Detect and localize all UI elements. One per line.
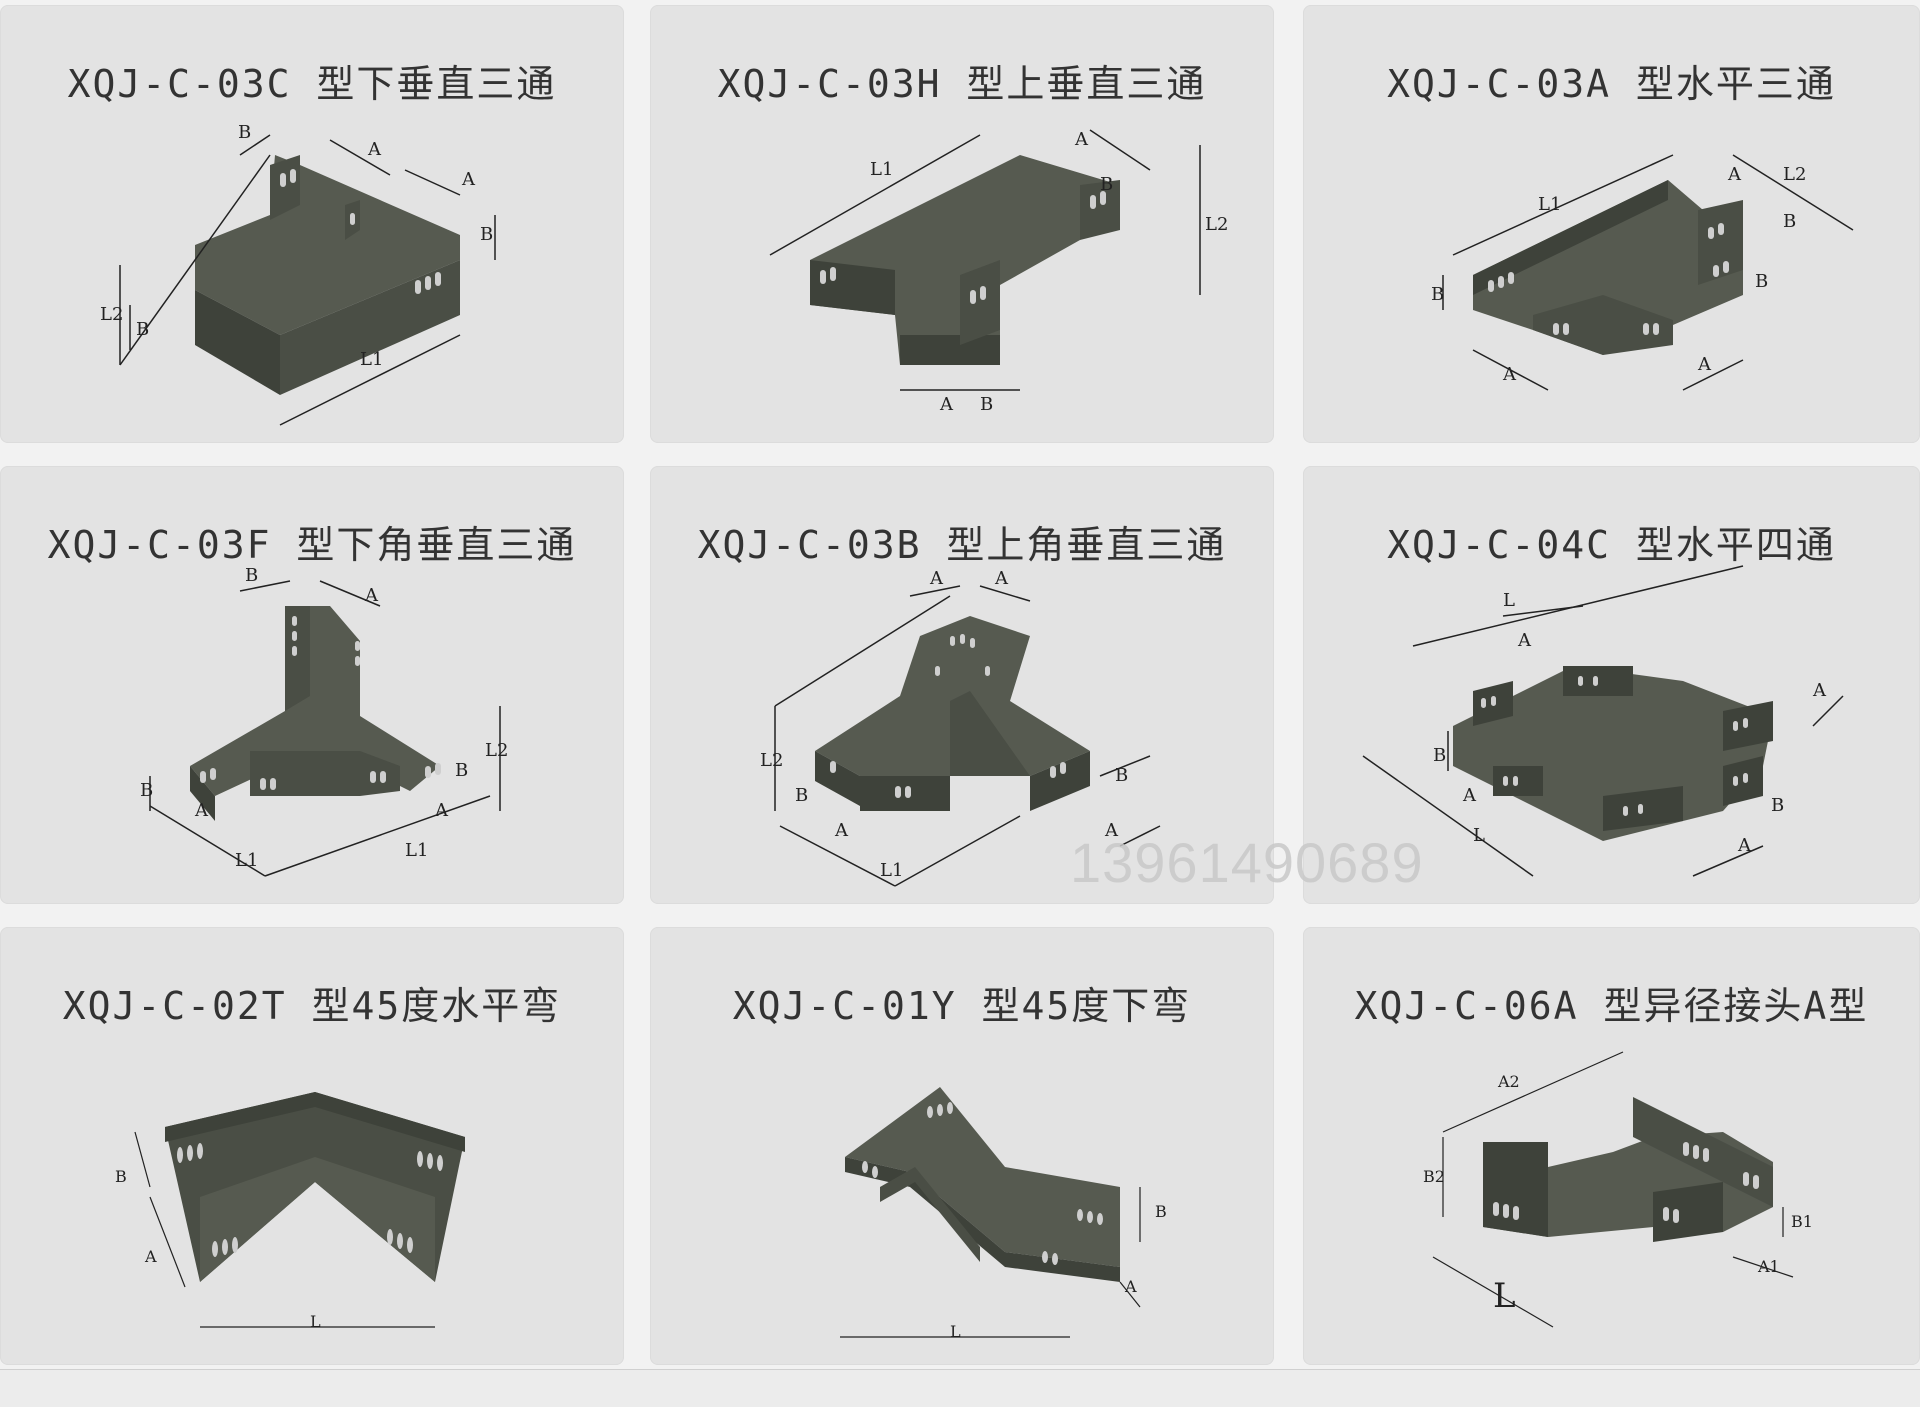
dim-label-a: A <box>1502 364 1517 385</box>
dim-label-l2: L2 <box>485 740 508 761</box>
dim-label-b: B <box>1771 795 1784 816</box>
dim-label-l2: L2 <box>1205 214 1228 235</box>
tray-06a-illustration: A2 B2 B1 A1 L <box>1423 1051 1813 1328</box>
card-03b-corner-up-tee[interactable]: XQJ-C-03B 型上角垂直三通 A A <box>650 466 1274 904</box>
dim-label-b: B <box>795 785 808 806</box>
dim-label-b: B <box>1115 765 1128 786</box>
dim-label-l: L <box>1503 590 1515 611</box>
dim-label-a: A <box>144 1247 157 1266</box>
dim-label-l2: L2 <box>1783 164 1806 185</box>
card-title: XQJ-C-06A 型异径接头A型 <box>1354 984 1869 1028</box>
dim-label-a1: A1 <box>1757 1257 1780 1276</box>
card-03h-vertical-up-tee[interactable]: XQJ-C-03H 型上垂直三通 L1 A B L2 A <box>650 5 1274 443</box>
dim-label-l1: L1 <box>235 850 258 871</box>
dim-label-b: B <box>1431 284 1444 305</box>
dim-label-a: A <box>461 169 476 190</box>
dim-label-b2: B2 <box>1423 1167 1445 1186</box>
card-title: XQJ-C-03A 型水平三通 <box>1387 62 1836 106</box>
bottom-bar <box>0 1369 1920 1407</box>
dim-label-a: A <box>434 800 449 821</box>
dim-label-a: A <box>1124 1277 1137 1296</box>
dim-label-a: A <box>1104 820 1119 841</box>
card-06a-reducer-type-a[interactable]: XQJ-C-06A 型异径接头A型 A2 B2 B1 A1 <box>1303 927 1920 1365</box>
dim-label-b: B <box>115 1167 127 1186</box>
tray-03a-illustration: L1 A L2 B B B A A <box>1431 154 1854 391</box>
dim-label-l: L <box>1473 825 1485 846</box>
card-title: XQJ-C-03B 型上角垂直三通 <box>697 523 1227 567</box>
card-04c-horizontal-cross[interactable]: XQJ-C-04C 型水平四通 <box>1303 466 1920 904</box>
dim-label-a: A <box>929 568 944 589</box>
tray-04c-illustration: L A A B A L B A <box>1362 565 1844 877</box>
dim-label-b: B <box>980 394 993 415</box>
dim-label-b: B <box>136 319 149 340</box>
tray-03f-illustration: B A L2 B A L1 L1 A B <box>140 565 508 877</box>
dim-label-a: A <box>364 585 379 606</box>
tray-03b-illustration: A A L2 B A L1 B A <box>760 568 1161 887</box>
card-03f-corner-down-tee[interactable]: XQJ-C-03F 型下角垂直三通 B A L2 <box>0 466 624 904</box>
dim-label-l1: L1 <box>880 860 903 881</box>
dim-label-a: A <box>1737 835 1752 856</box>
card-title: XQJ-C-02T 型45度水平弯 <box>62 984 562 1028</box>
dim-label-b: B <box>1155 1202 1167 1221</box>
card-title: XQJ-C-01Y 型45度下弯 <box>732 984 1192 1028</box>
dim-label-b: B <box>238 122 251 143</box>
dim-label-a: A <box>1517 630 1532 651</box>
product-grid: XQJ-C-03C 型下垂直三通 B A A <box>0 5 1920 1365</box>
dim-label-b1: B1 <box>1791 1212 1813 1231</box>
dim-label-l1: L1 <box>870 159 893 180</box>
card-02t-45deg-horizontal-bend[interactable]: XQJ-C-02T 型45度水平弯 B A L <box>0 927 624 1365</box>
dim-label-b: B <box>1783 211 1796 232</box>
dim-label-l1: L1 <box>1538 194 1561 215</box>
card-title: XQJ-C-03H 型上垂直三通 <box>717 62 1207 106</box>
card-03a-horizontal-tee[interactable]: XQJ-C-03A 型水平三通 L1 A L2 B <box>1303 5 1920 443</box>
tray-03c-illustration: B A A B L2 B L1 <box>100 122 496 426</box>
dim-label-l: L <box>1493 1276 1516 1316</box>
dim-label-b: B <box>245 565 258 586</box>
dim-label-l1: L1 <box>360 349 383 370</box>
card-03c-vertical-down-tee[interactable]: XQJ-C-03C 型下垂直三通 B A A <box>0 5 624 443</box>
card-01y-45deg-down-bend[interactable]: XQJ-C-01Y 型45度下弯 B A L <box>650 927 1274 1365</box>
dim-label-l1: L1 <box>405 840 428 861</box>
dim-label-a2: A2 <box>1497 1072 1520 1091</box>
dim-label-l2: L2 <box>100 304 123 325</box>
dim-label-a: A <box>1462 785 1477 806</box>
dim-label-a: A <box>834 820 849 841</box>
dim-label-b: B <box>455 760 468 781</box>
dim-label-a: A <box>194 800 209 821</box>
dim-label-a: A <box>1812 680 1827 701</box>
dim-label-a: A <box>994 568 1009 589</box>
card-title: XQJ-C-04C 型水平四通 <box>1387 523 1836 567</box>
card-title: XQJ-C-03F 型下角垂直三通 <box>47 523 577 567</box>
dim-label-a: A <box>939 394 954 415</box>
tray-03h-illustration: L1 A B L2 A B <box>769 129 1228 415</box>
dim-label-a: A <box>367 139 382 160</box>
dim-label-b: B <box>1433 745 1446 766</box>
tray-01y-illustration: B A L <box>840 1087 1167 1341</box>
dim-label-l2: L2 <box>760 750 783 771</box>
dim-label-l: L <box>310 1312 321 1331</box>
dim-label-l: L <box>950 1322 961 1341</box>
dim-label-b: B <box>140 780 153 801</box>
tray-02t-illustration: B A L <box>115 1092 465 1331</box>
card-title: XQJ-C-03C 型下垂直三通 <box>67 62 557 106</box>
dim-label-b: B <box>480 224 493 245</box>
dim-label-b: B <box>1100 174 1113 195</box>
dim-label-b: B <box>1755 271 1768 292</box>
phone-watermark: 13961490689 <box>1070 831 1424 894</box>
dim-label-a: A <box>1697 354 1712 375</box>
dim-label-a: A <box>1727 164 1742 185</box>
dim-label-a: A <box>1074 129 1089 150</box>
